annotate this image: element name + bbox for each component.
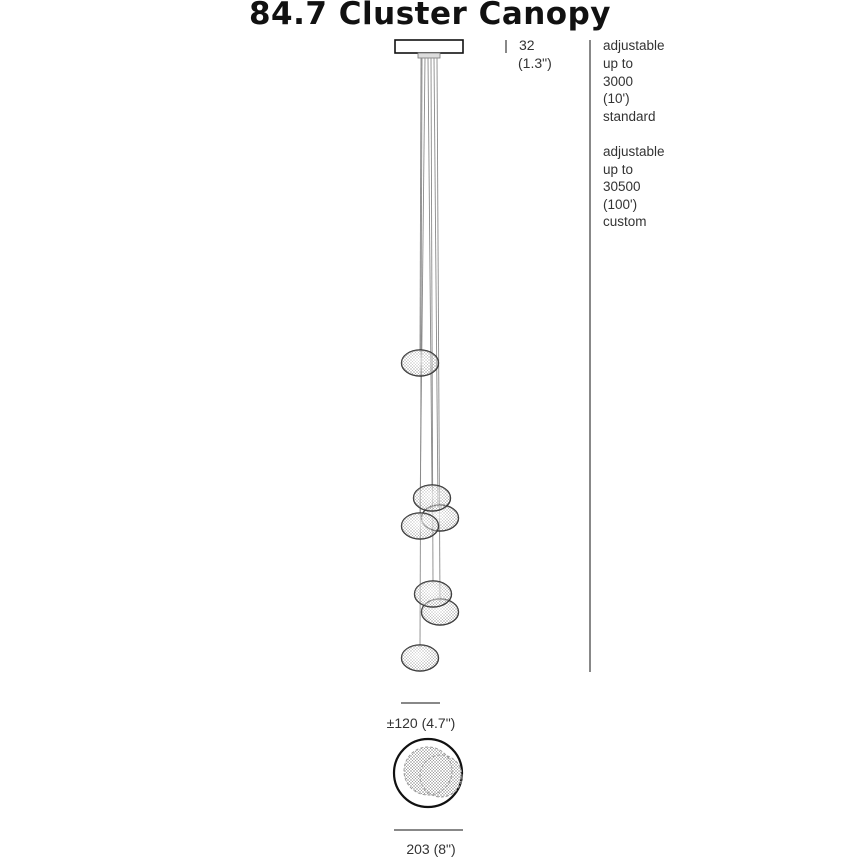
svg-text:30500: 30500 [603, 179, 641, 194]
product-title: 84.7 Cluster Canopy [248, 0, 612, 32]
pendant-spread-label: ±120 (4.7") [387, 715, 456, 731]
canopy-plate [394, 39, 464, 54]
canopy-connector [417, 52, 441, 59]
pendant-4 [400, 512, 440, 540]
drop-note-standard: adjustable up to 3000 (10') standard [603, 38, 665, 124]
svg-text:custom: custom [603, 214, 647, 229]
canopy-height-in: (1.3") [518, 55, 552, 71]
pendant-3 [412, 484, 452, 512]
drop-note-custom: adjustable up to 30500 (100') custom [603, 144, 665, 229]
svg-text:(10'): (10') [603, 91, 630, 106]
svg-text:standard: standard [603, 109, 656, 124]
svg-text:up to: up to [603, 162, 633, 177]
pendant-6 [413, 580, 453, 608]
svg-text:adjustable: adjustable [603, 144, 665, 159]
plan-view [392, 737, 464, 809]
svg-text:(100'): (100') [603, 197, 637, 212]
pendant-7 [400, 644, 440, 672]
pendant-1 [400, 349, 440, 377]
canopy-diameter-label: 203 (8") [406, 841, 455, 857]
svg-text:up to: up to [603, 56, 633, 71]
canopy-height-mm: 32 [519, 37, 535, 53]
svg-text:adjustable: adjustable [603, 38, 665, 53]
svg-text:3000: 3000 [603, 74, 633, 89]
